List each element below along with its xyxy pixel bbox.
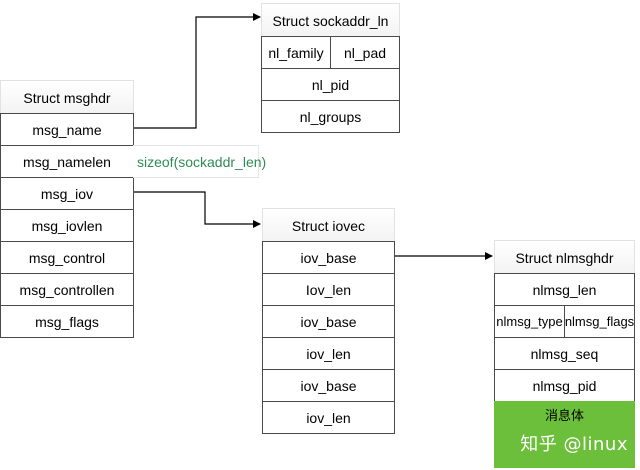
- sockaddr-title: Struct sockaddr_ln: [261, 3, 400, 37]
- msghdr-msg-iov: msg_iov: [0, 177, 134, 210]
- namelen-annotation: sizeof(sockaddr_len): [133, 145, 266, 178]
- struct-msghdr: Struct msghdr msg_name msg_namelen msg_i…: [0, 80, 134, 338]
- iovec-iov-base-2: iov_base: [262, 305, 395, 338]
- sockaddr-nl-pid: nl_pid: [261, 68, 400, 101]
- msghdr-msg-flags: msg_flags: [0, 305, 134, 338]
- msghdr-msg-namelen: msg_namelen: [0, 145, 134, 178]
- nlmsghdr-nlmsg-flags: nlmsg_flags: [564, 305, 635, 338]
- nlmsghdr-message-body: 消息体: [494, 401, 635, 468]
- msghdr-msg-control: msg_control: [0, 241, 134, 274]
- msghdr-msg-iovlen: msg_iovlen: [0, 209, 134, 242]
- message-body-label: 消息体: [544, 409, 584, 424]
- struct-sockaddr: Struct sockaddr_ln nl_family nl_pad nl_p…: [261, 3, 400, 133]
- sockaddr-nl-family: nl_family: [261, 36, 331, 69]
- msghdr-title: Struct msghdr: [0, 80, 134, 114]
- nlmsghdr-nlmsg-len: nlmsg_len: [494, 273, 635, 306]
- sockaddr-nl-pad: nl_pad: [330, 36, 400, 69]
- msghdr-msg-controllen: msg_controllen: [0, 273, 134, 306]
- watermark: 知乎 @linux: [520, 434, 628, 455]
- arrow-msg-name-to-sockaddr: [133, 13, 261, 129]
- struct-nlmsghdr: Struct nlmsghdr nlmsg_len nlmsg_type nlm…: [494, 240, 635, 468]
- sockaddr-nl-groups: nl_groups: [261, 100, 400, 133]
- iovec-title: Struct iovec: [262, 208, 395, 242]
- nlmsghdr-nlmsg-seq: nlmsg_seq: [494, 337, 635, 370]
- nlmsghdr-nlmsg-type: nlmsg_type: [494, 305, 565, 338]
- iovec-iov-base-1: iov_base: [262, 241, 395, 274]
- nlmsghdr-title: Struct nlmsghdr: [494, 240, 635, 274]
- struct-iovec: Struct iovec iov_base Iov_len iov_base i…: [262, 208, 395, 434]
- nlmsghdr-nlmsg-pid: nlmsg_pid: [494, 369, 635, 402]
- iovec-iov-base-3: iov_base: [262, 369, 395, 402]
- iovec-iov-len-3: iov_len: [262, 401, 395, 434]
- arrow-msg-iov-to-iovec: [133, 191, 261, 228]
- msghdr-msg-name: msg_name: [0, 113, 134, 146]
- iovec-iov-len-2: iov_len: [262, 337, 395, 370]
- iovec-iov-len-1: Iov_len: [262, 273, 395, 306]
